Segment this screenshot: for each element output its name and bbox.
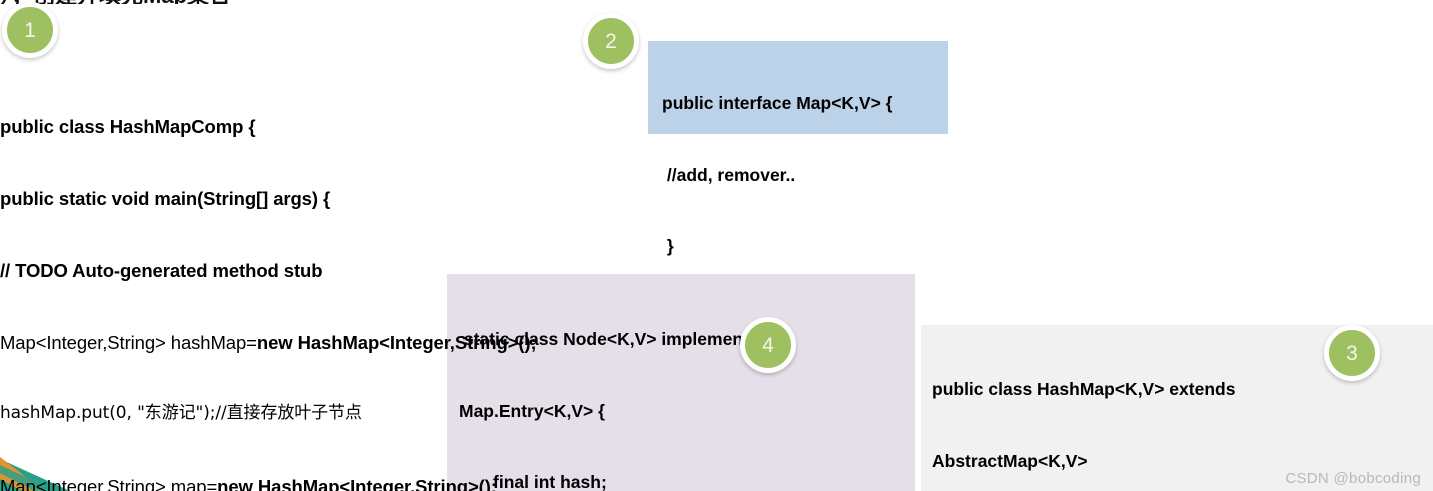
code-line: Map<Integer,String> hashMap=new HashMap<… (0, 331, 537, 356)
code-line: public class HashMap<K,V> extends (932, 379, 1236, 400)
code-line: //add, remover.. (662, 164, 796, 185)
panel-node-class (447, 274, 915, 491)
code-line: public static void main(String[] args) { (0, 187, 331, 209)
panel-map-interface (648, 41, 948, 134)
csdn-watermark: CSDN @bobcoding (1285, 470, 1421, 487)
step-badge-4: 4 (740, 317, 796, 373)
code-block-map-interface: public interface Map<K,V> { //add, remov… (662, 48, 892, 307)
step-badge-3: 3 (1324, 325, 1380, 381)
step-badge-1: 1 (2, 2, 58, 58)
code-line: } (662, 236, 674, 257)
code-line: static class Node<K,V> implements (459, 329, 759, 350)
code-line: final int hash; (459, 472, 607, 491)
code-block-hashmap-usage: public class HashMapComp { public static… (0, 68, 537, 491)
decorative-corner-ribbon (0, 457, 70, 491)
code-line: hashMap.put(0, "东游记");//直接存放叶子节点 (0, 402, 362, 423)
step-badge-2: 2 (583, 13, 639, 69)
cut-off-heading: ）；创建并填充Map集合 (0, 0, 1000, 4)
code-fragment: Map<Integer,String> hashMap= (0, 331, 257, 353)
code-block-hashmap-class: public class HashMap<K,V> extends Abstra… (932, 334, 1235, 491)
code-line: Map.Entry<K,V> { (459, 400, 605, 421)
code-fragment: Map<Integer,String> map= (0, 475, 218, 491)
code-line: AbstractMap<K,V> (932, 450, 1088, 471)
code-fragment-bold: new HashMap<Integer,String>(); (217, 475, 497, 491)
code-line: Map<Integer,String> map=new HashMap<Inte… (0, 475, 537, 491)
code-fragment-bold: new HashMap<Integer,String>(); (256, 331, 537, 353)
code-block-node-class: static class Node<K,V> implements Map.En… (459, 284, 759, 491)
code-line: public interface Map<K,V> { (662, 93, 893, 114)
code-line: public class HashMapComp { (0, 115, 256, 137)
code-line: // TODO Auto-generated method stub (0, 259, 323, 281)
